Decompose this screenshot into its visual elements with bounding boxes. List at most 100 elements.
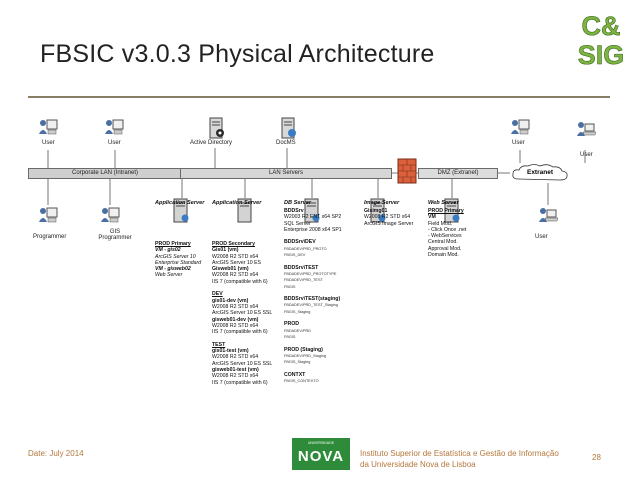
cloud-icon — [512, 164, 568, 181]
docms-server — [278, 116, 298, 145]
user-workstation-icon — [39, 119, 58, 135]
server-detail-line: gis01-dev (vm) — [212, 297, 249, 304]
server-detail-line: FBDADEV\PRD_TEST — [284, 278, 323, 283]
user-workstation-icon — [101, 207, 120, 223]
server-detail-line: FBDADEV\PRD_TEST_Staging — [284, 303, 338, 308]
image-server-icon-wrap — [369, 198, 387, 229]
db-server-header: DB Server — [284, 200, 312, 206]
server-detail-line: SQL Server — [284, 220, 311, 227]
extranet-cloud: Extranet — [510, 163, 570, 183]
user-label-1: User — [42, 140, 55, 146]
page-title: FBSIC v3.0.3 Physical Architecture — [40, 40, 435, 68]
server-detail-line: FBGIS_Staging — [284, 309, 311, 314]
server-detail-line: Enterprise Standard — [155, 259, 202, 266]
server-detail-line: Gisweb01 (vm) — [212, 266, 249, 273]
user-computer-1 — [38, 118, 58, 143]
server-detail-line: Domain Mod. — [428, 252, 459, 259]
server-detail-line: BDDSrv — [284, 208, 304, 214]
footer-institute: Instituto Superior de Estatística e Gest… — [360, 448, 559, 470]
active-directory-server — [206, 116, 226, 145]
server-detail-line: FBGIS_CONTEXTO — [284, 379, 319, 384]
external-user-node — [538, 206, 559, 231]
programmer-label: Programmer — [33, 234, 67, 240]
server-detail-line: BDDSrv\DEV — [284, 239, 316, 246]
firewall — [397, 158, 417, 189]
server-detail-line: FBGIS_Staging — [284, 360, 311, 365]
server-icon — [281, 117, 296, 139]
server-detail-line: gis01-test (vm) — [212, 348, 249, 355]
gis-programmer-node — [100, 206, 120, 231]
gis-programmer-line-2: Programmer — [98, 235, 132, 241]
server-detail-line: W2008 R2 STD x64 — [364, 214, 411, 221]
gis-programmer-line-1: GIS — [109, 229, 121, 235]
server-detail-line: PROD Primary — [428, 208, 464, 214]
app-server-2-icon-wrap — [236, 198, 254, 229]
server-detail-line: ArcGIS Server 10 — [155, 253, 196, 260]
user-computer-3 — [510, 118, 530, 143]
active-directory-label: Active Directory — [190, 140, 233, 146]
lan-servers-bar: LAN Servers — [180, 168, 392, 179]
user-computer-2 — [104, 118, 124, 143]
server-icon — [237, 198, 252, 223]
server-detail-line: FBDADEV\PRD — [284, 328, 312, 333]
server-detail-line: IIS 7 (compatible with 6) — [212, 278, 268, 285]
web-server-header: Web Server — [428, 200, 459, 206]
server-detail-line: PROD Secondary — [212, 241, 255, 247]
server-detail-line: gisweb01-dev (vm) — [212, 316, 259, 323]
corporate-lan-bar: Corporate LAN (Intranet) — [28, 168, 182, 179]
page-number: 28 — [592, 453, 601, 462]
server-detail-line: W2003 R2 ENT x64 SP2 — [284, 214, 342, 221]
server-detail-line: FBDADEV\PRD_PROTO — [284, 246, 327, 251]
web-server-icon-wrap — [443, 198, 461, 229]
server-detail-line: gisweb01-test (vm) — [212, 366, 259, 373]
server-detail-line: Gisimg01 — [364, 208, 388, 214]
server-detail-line: Approval Mod. — [428, 245, 462, 252]
server-detail-line: PROD Primary — [155, 241, 191, 247]
user-label-3: User — [512, 140, 525, 146]
server-detail-line: FBGIS — [284, 284, 296, 289]
server-detail-line: Gis01 (vm) — [212, 247, 239, 254]
db-server-icon-wrap — [303, 198, 321, 229]
laptop-icon — [539, 208, 559, 222]
server-detail-line: W2008 R2 STD x64 — [212, 272, 259, 279]
server-detail-line: FBGIS_DEV — [284, 253, 306, 258]
server-detail-line: W2008 R2 STD x64 — [212, 322, 259, 329]
server-detail-line: VM - gisweb02 — [155, 266, 191, 273]
server-detail-line: PROD — [284, 321, 299, 328]
server-detail-line: W2008 R2 STD x64 — [212, 373, 259, 380]
server-detail-line: PROD (Staging) — [284, 346, 323, 353]
user-label-2: User — [108, 140, 121, 146]
server-icon — [209, 117, 224, 139]
server-detail-line: W2008 R2 STD x64 — [212, 303, 259, 310]
user-laptop-4 — [576, 120, 597, 145]
server-detail-line: FBDADEV\PRD_PROTOTYPE — [284, 271, 337, 276]
server-detail-line: DEV — [212, 291, 223, 298]
image-server-header: Image Server — [364, 200, 400, 206]
footer-institute-line-2: da Universidade Nova de Lisboa — [360, 460, 476, 469]
server-detail-line: ArcGIS Server 10 ES SSL — [212, 360, 273, 367]
server-detail-line: VM - gis02 — [155, 247, 181, 254]
server-detail-line: BDDSrv\TEST(staging) — [284, 296, 341, 303]
server-detail-line: CONTXT — [284, 371, 306, 378]
server-detail-line: FBDADEV\PRD_Staging — [284, 353, 326, 358]
server-detail-line: Field Mod. — [428, 220, 453, 227]
title-divider — [28, 96, 610, 98]
laptop-icon — [577, 122, 597, 136]
server-detail-line: - WebServices — [428, 233, 462, 240]
logo-bottom-text: SIG — [578, 40, 625, 68]
server-detail-line: TEST — [212, 341, 226, 348]
footer-institute-line-1: Instituto Superior de Estatística e Gest… — [360, 449, 559, 458]
server-detail-line: IIS 7 (compatible with 6) — [212, 329, 268, 336]
nova-logo-top: UNIVERSIDADE — [307, 441, 335, 445]
server-icon — [370, 198, 386, 223]
server-detail-line: Central Mod. — [428, 239, 458, 246]
server-detail-line: W2008 R2 STD x64 — [212, 253, 259, 260]
server-detail-line: IIS 7 (compatible with 6) — [212, 379, 268, 386]
programmer-node — [38, 206, 58, 231]
server-icon — [304, 198, 320, 223]
